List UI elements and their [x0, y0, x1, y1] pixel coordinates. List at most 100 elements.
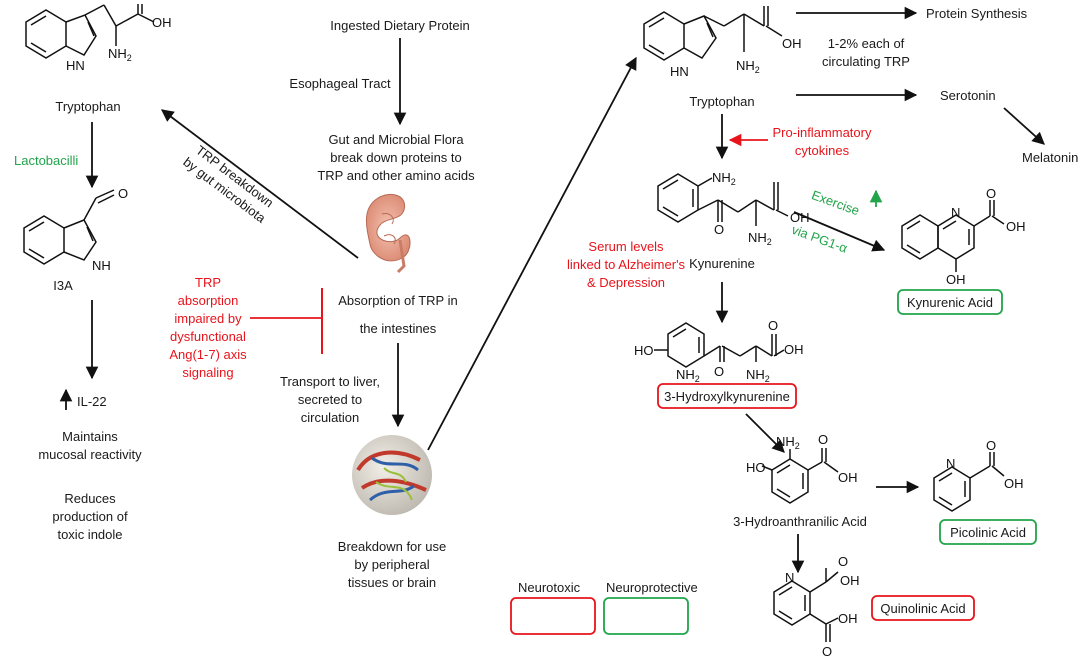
il22-label: IL-22: [77, 394, 107, 409]
trp-breakdown-rotated: TRP breakdown by gut microbiota: [180, 142, 276, 226]
vessel-ball-illustration: [352, 435, 432, 515]
kynurenic-acid-box: [897, 289, 1003, 315]
o-atom-kyn: O: [714, 222, 724, 237]
legend-neuroprotective-label: Neuroprotective: [606, 580, 698, 595]
arrow-to-tryptophan-right: [427, 56, 637, 451]
o-atom-picolinic: O: [986, 438, 996, 453]
impaired-line-1: TRP: [195, 275, 221, 290]
via-label: via PG1-α: [790, 222, 850, 256]
oh-atom-right: OH: [782, 36, 802, 51]
transport-line-2: secreted to: [298, 392, 362, 407]
oh-atom-kyn: OH: [790, 210, 810, 225]
maintains-line-1: Maintains: [62, 429, 118, 444]
absorption-line-1: Absorption of TRP in: [338, 293, 457, 308]
exercise-label: Exercise: [810, 187, 862, 218]
via-rotated: via PG1-α: [790, 222, 850, 256]
impaired-line-6: signaling: [182, 365, 233, 380]
oh-atom-quinolinic-2: OH: [838, 611, 858, 626]
i3a-label: I3A: [53, 278, 73, 293]
maintains-line-2: mucosal reactivity: [38, 447, 142, 462]
oh-atom-quinolinic: OH: [840, 573, 860, 588]
quinolinic-acid-structure: [773, 568, 839, 642]
kynurenic-acid-structure: [901, 200, 1005, 272]
quinolinic-acid-box: [871, 595, 975, 621]
picolinic-acid-structure: [933, 452, 1005, 512]
arrow-to-3haa: [745, 413, 785, 453]
n-atom-quinolinic: N: [785, 570, 794, 585]
gut-line-1: Gut and Microbial Flora: [328, 132, 464, 147]
nh2-atom-kyn-2: NH2: [748, 230, 772, 247]
legend-neurotoxic-box: [510, 597, 596, 635]
n-atom-picolinic: N: [946, 456, 955, 471]
arrow-melatonin: [1003, 107, 1045, 145]
ho-atom-3hk: HO: [634, 343, 654, 358]
oh-atom-kynurenic-2: OH: [946, 272, 966, 287]
serotonin-label: Serotonin: [940, 88, 996, 103]
melatonin-label: Melatonin: [1022, 150, 1078, 165]
oh-atom-3haa: OH: [838, 470, 858, 485]
gut-line-2: break down proteins to: [330, 150, 462, 165]
nh2-atom-3hk: NH2: [676, 367, 700, 384]
picolinic-acid-label: Picolinic Acid: [950, 525, 1026, 540]
o-atom-3hk-2: O: [714, 364, 724, 379]
o-atom: O: [118, 186, 128, 201]
hydroxykynurenine-label: 3-Hydroxylkynurenine: [664, 389, 790, 404]
n-atom-kynurenic: N: [951, 205, 960, 220]
o-atom-quinolinic: O: [838, 554, 848, 569]
reduces-line-3: toxic indole: [57, 527, 122, 542]
gut-line-3: TRP and other amino acids: [317, 168, 475, 183]
serum-line-1: Serum levels: [588, 239, 664, 254]
kynurenine-structure: [657, 173, 789, 226]
nh-atom: NH: [92, 258, 111, 273]
oh-atom: OH: [152, 15, 172, 30]
oh-atom-kynurenic: OH: [1006, 219, 1026, 234]
quinolinic-acid-label: Quinolinic Acid: [880, 601, 965, 616]
absorption-line-2: the intestines: [360, 321, 437, 336]
serum-line-2: linked to Alzheimer's: [567, 257, 686, 272]
cytokines-line-1: Pro-inflammatory: [773, 125, 872, 140]
protein-synthesis-label: Protein Synthesis: [926, 6, 1028, 21]
lactobacilli-label: Lactobacilli: [14, 153, 78, 168]
impaired-line-2: absorption: [178, 293, 239, 308]
o-atom-kynurenic: O: [986, 186, 996, 201]
picolinic-acid-box: [939, 519, 1037, 545]
impaired-line-3: impaired by: [174, 311, 242, 326]
impaired-line-5: Ang(1-7) axis: [169, 347, 247, 362]
exercise-rotated: Exercise: [810, 187, 862, 218]
percent-line-2: circulating TRP: [822, 54, 910, 69]
ho-atom-3haa: HO: [746, 460, 766, 475]
o-atom-quinolinic-2: O: [822, 644, 832, 659]
legend-neuroprotective-box: [603, 597, 689, 635]
tryptophan-label-right: Tryptophan: [689, 94, 754, 109]
arrow-trp-breakdown: [160, 109, 359, 259]
tryptophan-label-left: Tryptophan: [55, 99, 120, 114]
hydroanthranilic-label: 3-Hydroanthranilic Acid: [733, 514, 867, 529]
hydroxykynurenine-structure: [654, 322, 785, 368]
intestine-illustration: [366, 194, 411, 274]
hydroanthranilic-structure: [761, 448, 839, 504]
breakdown-use-line-2: by peripheral: [354, 557, 429, 572]
serum-line-3: & Depression: [587, 275, 665, 290]
hn-atom-right: HN: [670, 64, 689, 79]
reduces-line-2: production of: [52, 509, 128, 524]
nh2-atom: NH2: [108, 46, 132, 63]
ingested-protein-label: Ingested Dietary Protein: [330, 18, 469, 33]
i3a-structure: [23, 189, 115, 265]
transport-line-1: Transport to liver,: [280, 374, 380, 389]
tryptophan-structure-left: [25, 4, 155, 59]
tryptophan-structure-right: [643, 6, 783, 61]
nh2-atom-kyn: NH2: [712, 170, 736, 187]
impaired-line-4: dysfunctional: [170, 329, 246, 344]
transport-line-3: circulation: [301, 410, 360, 425]
kynurenic-acid-label: Kynurenic Acid: [907, 295, 993, 310]
legend-neurotoxic-label: Neurotoxic: [518, 580, 581, 595]
oh-atom-picolinic: OH: [1004, 476, 1024, 491]
nh2-atom-3haa: NH2: [776, 434, 800, 451]
o-atom-3haa: O: [818, 432, 828, 447]
hn-atom: HN: [66, 58, 85, 73]
arrow-to-kynurenic: [793, 211, 886, 252]
esophageal-label: Esophageal Tract: [289, 76, 391, 91]
percent-line-1: 1-2% each of: [828, 36, 905, 51]
oh-atom-3hk: OH: [784, 342, 804, 357]
